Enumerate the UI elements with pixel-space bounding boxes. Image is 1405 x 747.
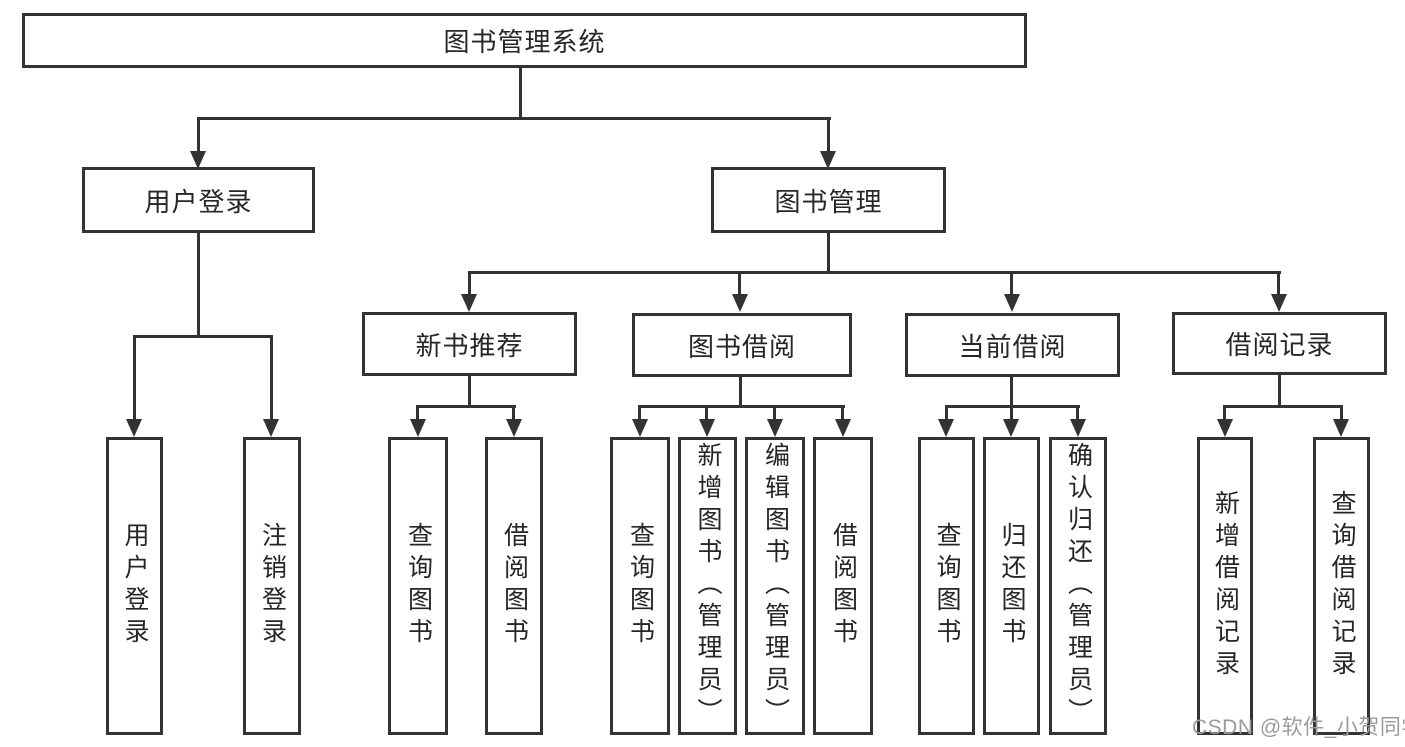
leaf-edit-book: 编辑图书（管理员） bbox=[745, 437, 805, 735]
connector-book-mgmt-stub-4 bbox=[1277, 271, 1280, 294]
leaf-add-record: 新增借阅记录 bbox=[1197, 437, 1253, 735]
leaf-confirm-return: 确认归还（管理员） bbox=[1049, 437, 1107, 735]
connector-new-book-rec-stub-2 bbox=[512, 405, 515, 419]
arrow-to-borrow-records bbox=[1271, 294, 1287, 312]
arrow-to-leaf-edit-book bbox=[767, 419, 783, 437]
node-current-borrow: 当前借阅 bbox=[905, 313, 1120, 377]
node-book-borrow-label: 图书借阅 bbox=[687, 331, 796, 362]
node-root: 图书管理系统 bbox=[22, 13, 1027, 68]
arrow-to-leaf-query-book-1 bbox=[410, 419, 426, 437]
arrow-to-leaf-borrow-book-2 bbox=[835, 419, 851, 437]
leaf-logout: 注销登录 bbox=[243, 437, 301, 735]
connector-root-bar bbox=[197, 117, 831, 120]
connector-borrow-records-stub-2 bbox=[1340, 405, 1343, 419]
node-new-book-rec: 新书推荐 bbox=[362, 312, 577, 376]
leaf-add-record-label: 新增借阅记录 bbox=[1211, 490, 1240, 682]
leaf-return-book: 归还图书 bbox=[983, 437, 1040, 735]
connector-root-stub-left bbox=[197, 117, 200, 151]
connector-book-borrow-stub-4 bbox=[841, 405, 844, 419]
node-user-login: 用户登录 bbox=[82, 167, 315, 233]
connector-current-borrow-stub-3 bbox=[1076, 405, 1079, 419]
connector-root-stub-right bbox=[827, 117, 830, 151]
connector-book-borrow-bar bbox=[638, 405, 845, 408]
leaf-borrow-book-1-label: 借阅图书 bbox=[500, 522, 529, 650]
connector-current-borrow-stem bbox=[1010, 377, 1013, 405]
leaf-query-book-2: 查询图书 bbox=[610, 437, 670, 735]
connector-book-mgmt-bar bbox=[468, 271, 1281, 274]
leaf-query-book-2-label: 查询图书 bbox=[626, 522, 655, 650]
node-borrow-records: 借阅记录 bbox=[1172, 312, 1387, 375]
arrow-to-leaf-query-book-2 bbox=[632, 419, 648, 437]
leaf-user-login: 用户登录 bbox=[106, 437, 163, 735]
connector-user-login-stub-1 bbox=[133, 335, 136, 419]
leaf-return-book-label: 归还图书 bbox=[998, 522, 1026, 650]
arrow-to-book-mgmt bbox=[820, 151, 836, 169]
connector-borrow-records-bar bbox=[1223, 405, 1343, 408]
leaf-query-record: 查询借阅记录 bbox=[1313, 437, 1370, 735]
arrow-to-current-borrow bbox=[1004, 294, 1020, 312]
connector-current-borrow-stub-1 bbox=[945, 405, 948, 419]
connector-book-borrow-stub-2 bbox=[705, 405, 708, 419]
arrow-to-new-book-rec bbox=[461, 294, 477, 312]
arrow-to-book-borrow bbox=[732, 294, 748, 312]
leaf-query-book-3-label: 查询图书 bbox=[933, 522, 961, 650]
leaf-query-record-label: 查询借阅记录 bbox=[1328, 490, 1356, 682]
node-book-borrow: 图书借阅 bbox=[632, 313, 852, 377]
leaf-add-book: 新增图书（管理员） bbox=[678, 437, 737, 735]
leaf-user-login-label: 用户登录 bbox=[121, 522, 149, 650]
connector-user-login-stub-2 bbox=[270, 335, 273, 419]
connector-user-login-bar bbox=[133, 335, 273, 338]
node-current-borrow-label: 当前借阅 bbox=[958, 331, 1067, 362]
arrow-to-leaf-confirm-return bbox=[1070, 419, 1086, 437]
connector-book-mgmt-stub-1 bbox=[468, 271, 471, 294]
csdn-watermark: CSDN @软件_小贺同学 bbox=[1192, 716, 1405, 739]
node-new-book-rec-label: 新书推荐 bbox=[415, 330, 524, 361]
leaf-add-book-label: 新增图书（管理员） bbox=[694, 442, 722, 730]
node-book-mgmt: 图书管理 bbox=[711, 167, 946, 233]
node-user-login-label: 用户登录 bbox=[144, 186, 253, 217]
node-root-label: 图书管理系统 bbox=[443, 27, 606, 57]
connector-root-stem bbox=[519, 68, 522, 117]
arrow-to-leaf-query-book-3 bbox=[938, 419, 954, 437]
connector-user-login-stem bbox=[197, 233, 200, 335]
connector-book-mgmt-stub-2 bbox=[738, 271, 741, 294]
arrow-to-leaf-add-record bbox=[1217, 419, 1233, 437]
node-book-mgmt-label: 图书管理 bbox=[774, 186, 883, 217]
connector-book-borrow-stub-1 bbox=[638, 405, 641, 419]
connector-new-book-rec-stub-1 bbox=[416, 405, 419, 419]
leaf-borrow-book-2: 借阅图书 bbox=[813, 437, 873, 735]
leaf-edit-book-label: 编辑图书（管理员） bbox=[761, 442, 790, 730]
leaf-borrow-book-1: 借阅图书 bbox=[485, 437, 543, 735]
connector-new-book-rec-bar bbox=[416, 405, 516, 408]
arrow-to-user-login bbox=[190, 151, 206, 169]
arrow-to-leaf-user-login bbox=[126, 419, 142, 437]
connector-book-borrow-stub-3 bbox=[773, 405, 776, 419]
leaf-borrow-book-2-label: 借阅图书 bbox=[829, 522, 858, 650]
connector-book-borrow-stem bbox=[739, 377, 742, 405]
connector-new-book-rec-stem bbox=[468, 376, 471, 405]
arrow-to-leaf-logout bbox=[263, 419, 279, 437]
connector-current-borrow-stub-2 bbox=[1010, 405, 1013, 419]
leaf-confirm-return-label: 确认归还（管理员） bbox=[1064, 442, 1093, 730]
leaf-query-book-3: 查询图书 bbox=[918, 437, 975, 735]
leaf-logout-label: 注销登录 bbox=[258, 522, 287, 650]
arrow-to-leaf-return-book bbox=[1003, 419, 1019, 437]
leaf-query-book-1: 查询图书 bbox=[388, 437, 448, 735]
node-borrow-records-label: 借阅记录 bbox=[1225, 330, 1334, 360]
connector-borrow-records-stem bbox=[1278, 375, 1281, 405]
arrow-to-leaf-add-book bbox=[699, 419, 715, 437]
connector-book-mgmt-stem bbox=[827, 233, 830, 271]
leaf-query-book-1-label: 查询图书 bbox=[404, 522, 433, 650]
arrow-to-leaf-borrow-book-1 bbox=[506, 419, 522, 437]
connector-book-mgmt-stub-3 bbox=[1010, 271, 1013, 294]
arrow-to-leaf-query-record bbox=[1333, 419, 1349, 437]
connector-borrow-records-stub-1 bbox=[1223, 405, 1226, 419]
